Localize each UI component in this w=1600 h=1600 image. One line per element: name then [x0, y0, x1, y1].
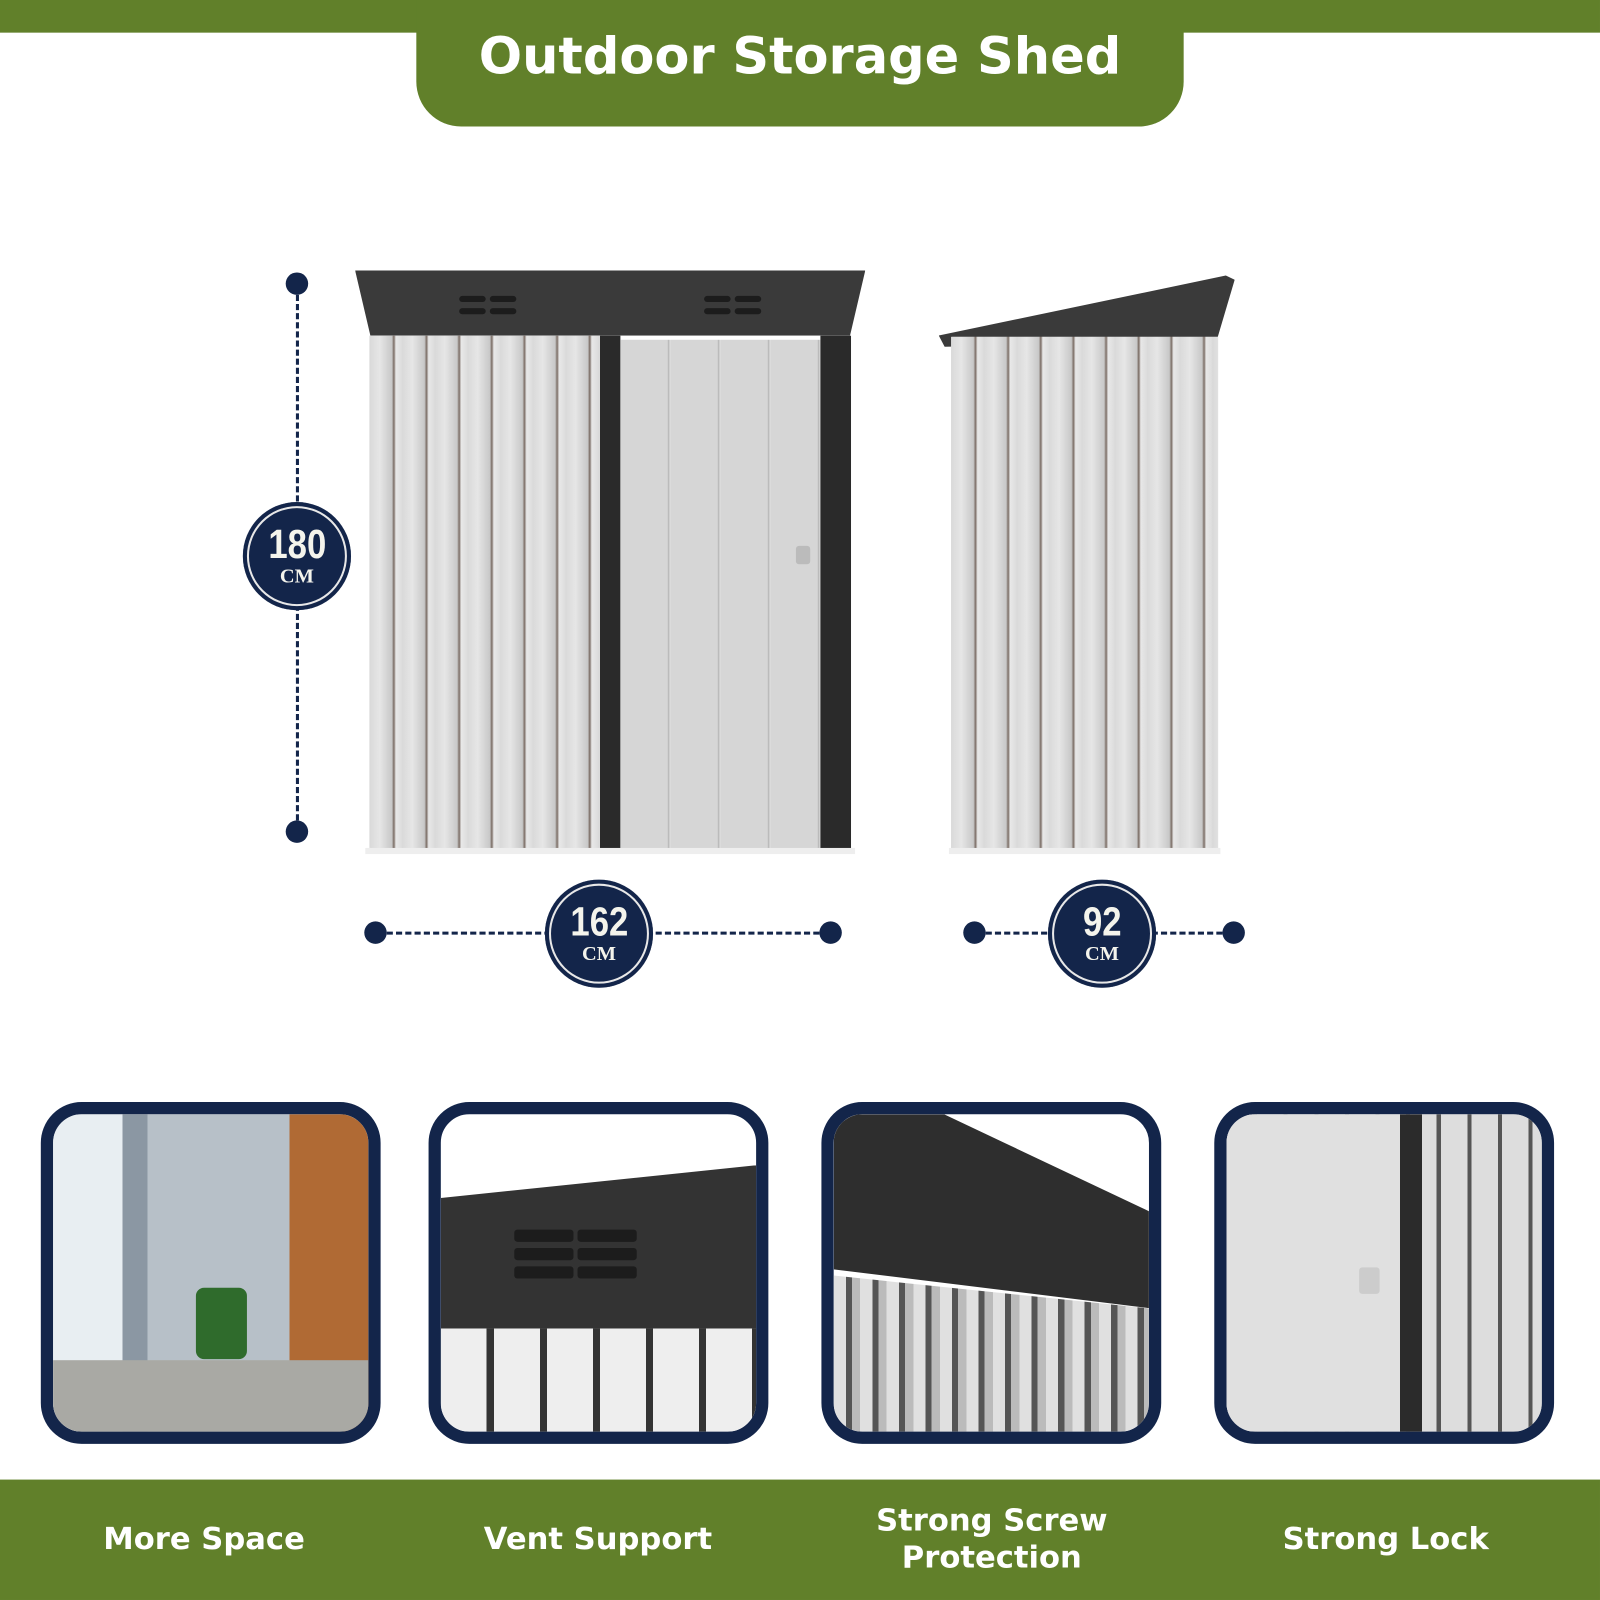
feature-label: Strong Screw Protection [876, 1503, 1108, 1576]
height-badge: 180 CM [242, 502, 352, 611]
feature-label: Vent Support [483, 1521, 713, 1558]
dimension-endpoint [963, 921, 986, 944]
width-unit: CM [581, 942, 616, 966]
feature-label: More Space [103, 1521, 305, 1558]
depth-badge: 92 CM [1047, 879, 1157, 988]
dimension-endpoint [364, 921, 387, 944]
feature-label: Strong Lock [1282, 1521, 1489, 1558]
vent-icon [457, 293, 522, 317]
shed-wall [951, 336, 1219, 850]
feature-image-vent-support [428, 1102, 769, 1444]
padlock-icon [1359, 1267, 1380, 1294]
shed-roof [355, 270, 866, 336]
feature-band [0, 1479, 1600, 1600]
width-badge: 162 CM [544, 879, 654, 988]
page-title: Outdoor Storage Shed [416, 0, 1184, 127]
dimension-endpoint [285, 820, 309, 843]
width-value: 162 [570, 899, 628, 945]
depth-value: 92 [1082, 899, 1122, 945]
depth-unit: CM [1085, 942, 1120, 966]
dimension-endpoint [819, 921, 842, 944]
shed-door [620, 339, 821, 850]
feature-image-more-space [40, 1102, 381, 1444]
shed-wall [369, 335, 607, 850]
feature-image-strong-screw-protection [821, 1102, 1162, 1444]
padlock-icon [795, 545, 811, 565]
vent-icon [702, 293, 767, 317]
height-unit: CM [279, 565, 314, 588]
vent-icon [512, 1227, 645, 1282]
shed-front-view [355, 270, 866, 855]
height-value: 180 [267, 522, 326, 568]
dimension-endpoint [285, 272, 309, 295]
dimension-endpoint [1222, 921, 1245, 944]
shed-side-view [938, 275, 1235, 855]
feature-image-strong-lock [1214, 1102, 1555, 1444]
